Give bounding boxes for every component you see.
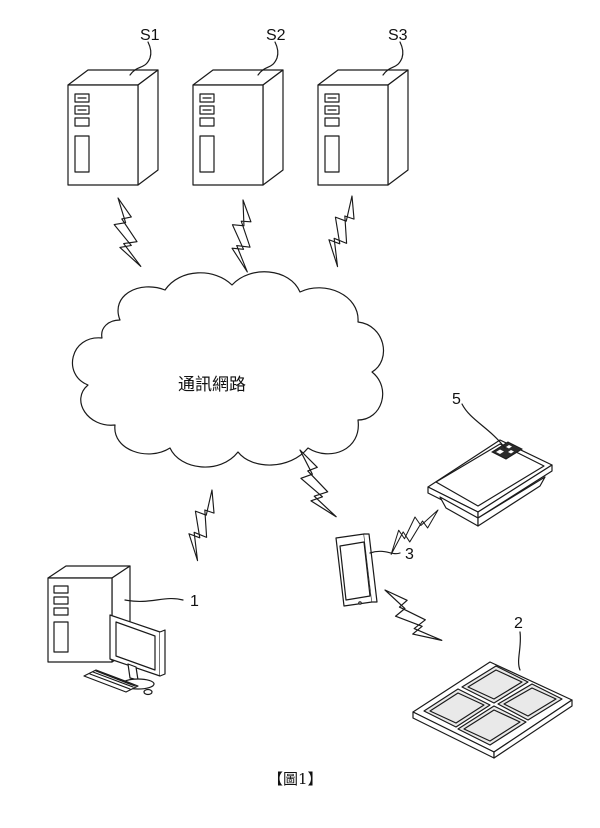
lunchbox-tray: 2 xyxy=(412,615,573,759)
computer: 1 xyxy=(47,565,199,696)
server-s3-label: S3 xyxy=(388,27,408,44)
server-s1-label: S1 xyxy=(140,27,160,44)
server-s3-icon xyxy=(317,69,409,186)
figure-caption: 【圖1】 xyxy=(268,770,323,788)
container-leader xyxy=(461,403,506,449)
network-cloud: 通訊網路 xyxy=(72,271,385,468)
server-s2: S2 xyxy=(192,27,286,186)
computer-leader xyxy=(124,597,184,603)
wireless-bolt-s3 xyxy=(313,193,373,268)
server-s2-icon xyxy=(192,69,284,186)
container-label: 5 xyxy=(452,391,461,408)
server-s3-leader xyxy=(382,41,404,76)
server-s1: S1 xyxy=(67,27,160,186)
cloud-label: 通訊網路 xyxy=(178,375,246,395)
server-s3: S3 xyxy=(317,27,409,186)
server-s1-leader xyxy=(129,41,152,76)
tray-label: 2 xyxy=(514,615,523,632)
server-s2-label: S2 xyxy=(266,27,286,44)
wireless-bolt-tray xyxy=(380,577,443,655)
wireless-bolt-s1 xyxy=(113,197,142,267)
server-s1-icon xyxy=(67,69,159,186)
wireless-bolt-phone xyxy=(295,445,337,523)
tray-leader xyxy=(517,631,522,671)
smartphone: 3 xyxy=(335,533,414,607)
phone-label: 3 xyxy=(405,546,414,563)
server-s2-leader xyxy=(257,41,279,76)
computer-label: 1 xyxy=(190,593,199,610)
wireless-bolt-computer xyxy=(173,487,233,562)
cloud-icon xyxy=(72,271,385,468)
phone-leader xyxy=(369,550,401,555)
food-container: 5 xyxy=(427,391,553,527)
wireless-bolt-s2 xyxy=(221,198,266,273)
